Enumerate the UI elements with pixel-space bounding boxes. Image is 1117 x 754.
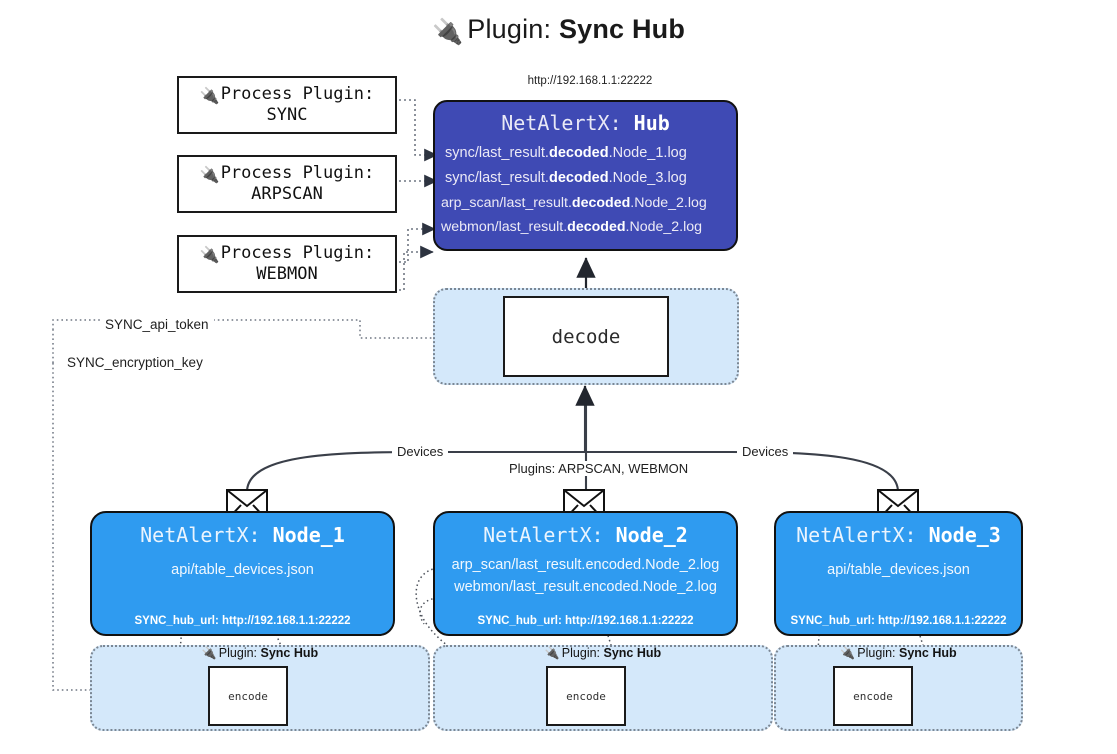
hub-url-label: http://192.168.1.1:22222	[527, 75, 653, 87]
encode-box[interactable]: encode	[833, 666, 913, 726]
edge-label-devices-right: Devices	[737, 444, 794, 459]
plug-icon: 🔌	[431, 18, 464, 46]
plug-icon: 🔌	[199, 85, 220, 105]
plug-icon: 🔌	[201, 646, 217, 660]
process-plugin-webmon[interactable]: 🔌Process Plugin: WEBMON	[177, 235, 397, 293]
hub-node[interactable]: NetAlertX: Hub sync/last_result.decoded.…	[433, 100, 738, 251]
plug-icon: 🔌	[840, 646, 856, 660]
plug-icon: 🔌	[199, 244, 220, 264]
decode-box[interactable]: decode	[503, 296, 669, 377]
node-lines: arp_scan/last_result.encoded.Node_2.log …	[435, 554, 736, 599]
node-box-2[interactable]: NetAlertX: Node_2 arp_scan/last_result.e…	[433, 511, 738, 636]
title-prefix: Plugin:	[467, 14, 559, 44]
encode-box[interactable]: encode	[208, 666, 288, 726]
process-plugin-label: Process Plugin:	[220, 243, 375, 264]
hub-log-row: arp_scan/last_result.decoded.Node_2.log	[441, 194, 707, 211]
encode-box[interactable]: encode	[546, 666, 626, 726]
node-lines: api/table_devices.json	[92, 559, 393, 581]
edge-label-devices-left: Devices	[392, 444, 449, 459]
node-title: NetAlertX: Node_2	[483, 523, 688, 547]
process-plugin-label: Process Plugin:	[220, 163, 375, 184]
process-plugin-sync[interactable]: 🔌Process Plugin: SYNC	[177, 76, 397, 134]
hub-log-row: sync/last_result.decoded.Node_1.log	[445, 145, 687, 161]
node-line: api/table_devices.json	[827, 562, 970, 578]
process-plugin-name: ARPSCAN	[251, 184, 323, 204]
node-line: arp_scan/last_result.encoded.Node_2.log	[451, 557, 720, 573]
node-box-3[interactable]: NetAlertX: Node_3 api/table_devices.json…	[774, 511, 1023, 636]
node-box-1[interactable]: NetAlertX: Node_1 api/table_devices.json…	[90, 511, 395, 636]
node-title: NetAlertX: Node_1	[140, 523, 345, 547]
node-footer: SYNC_hub_url: http://192.168.1.1:22222	[790, 615, 1007, 627]
node-line: webmon/last_result.encoded.Node_2.log	[454, 579, 717, 596]
node-footer: SYNC_hub_url: http://192.168.1.1:22222	[477, 615, 694, 627]
sync-hub-label: 🔌Plugin: Sync Hub	[201, 646, 319, 660]
process-plugin-name: WEBMON	[256, 264, 318, 284]
process-plugin-label: Process Plugin:	[220, 84, 375, 105]
hub-title-prefix: NetAlertX:	[501, 111, 634, 135]
hub-log-list: sync/last_result.decoded.Node_1.log sync…	[435, 141, 736, 240]
plug-icon: 🔌	[199, 164, 220, 184]
hub-title-name: Hub	[633, 111, 670, 135]
node-line: api/table_devices.json	[171, 562, 314, 578]
edge-label-plugins: Plugins: ARPSCAN, WEBMON	[504, 461, 694, 476]
hub-log-row: webmon/last_result.decoded.Node_2.log	[441, 219, 703, 236]
hub-title: NetAlertX: Hub	[435, 111, 736, 135]
sync-hub-container-1: 🔌Plugin: Sync Hub encode	[90, 645, 430, 731]
process-plugin-name: SYNC	[266, 105, 308, 125]
sync-encryption-key-label: SYNC_encryption_key	[62, 355, 208, 370]
node-lines: api/table_devices.json	[776, 559, 1021, 581]
hub-log-row: sync/last_result.decoded.Node_3.log	[445, 169, 687, 186]
node-title: NetAlertX: Node_3	[796, 523, 1001, 547]
process-plugin-arpscan[interactable]: 🔌Process Plugin: ARPSCAN	[177, 155, 397, 213]
sync-hub-label: 🔌Plugin: Sync Hub	[840, 646, 957, 660]
title-name: Sync Hub	[558, 14, 686, 44]
sync-hub-label: 🔌Plugin: Sync Hub	[544, 646, 662, 660]
plug-icon: 🔌	[544, 646, 560, 660]
sync-api-token-label: SYNC_api_token	[100, 317, 214, 332]
sync-hub-container-3: 🔌Plugin: Sync Hub encode	[774, 645, 1023, 731]
sync-hub-container-2: 🔌Plugin: Sync Hub encode	[433, 645, 773, 731]
page-title: 🔌Plugin: Sync Hub	[0, 14, 1117, 46]
node-footer: SYNC_hub_url: http://192.168.1.1:22222	[134, 615, 351, 627]
